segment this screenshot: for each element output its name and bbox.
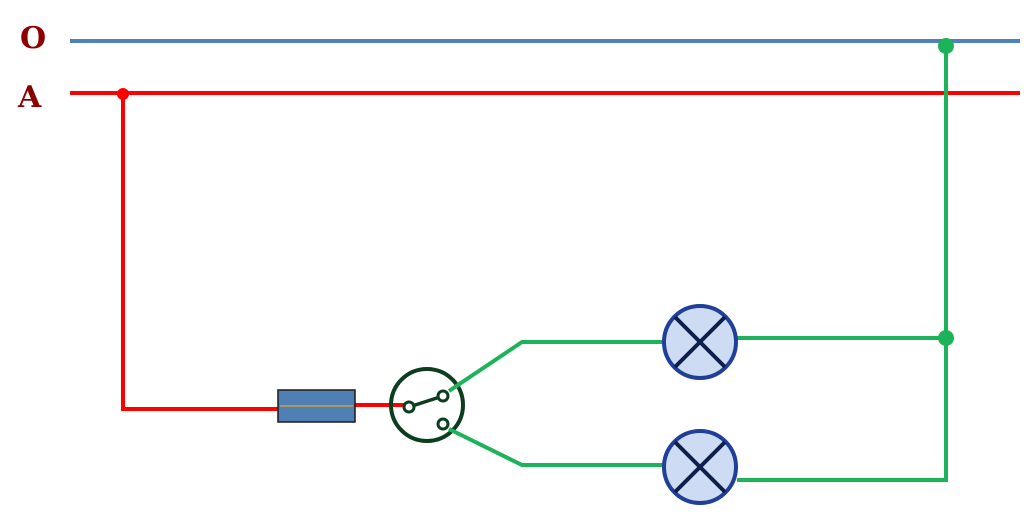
rail-label-neutral: O [20,21,46,56]
lamp-icon [662,429,738,505]
phase-junction-dot [117,88,129,100]
switch-to-lamp-2-wire [448,427,664,467]
return-junction-dot [938,330,954,346]
two-way-switch-icon [389,367,465,443]
rail-label-phase: A [17,80,42,115]
fuse-icon [277,389,356,423]
switch-to-lamp-1-wire [447,340,664,393]
lamp-icon [662,304,738,380]
phase-feed-wire [121,93,278,411]
neutral-junction-dot [938,38,954,54]
return-bus-wire [737,46,948,482]
